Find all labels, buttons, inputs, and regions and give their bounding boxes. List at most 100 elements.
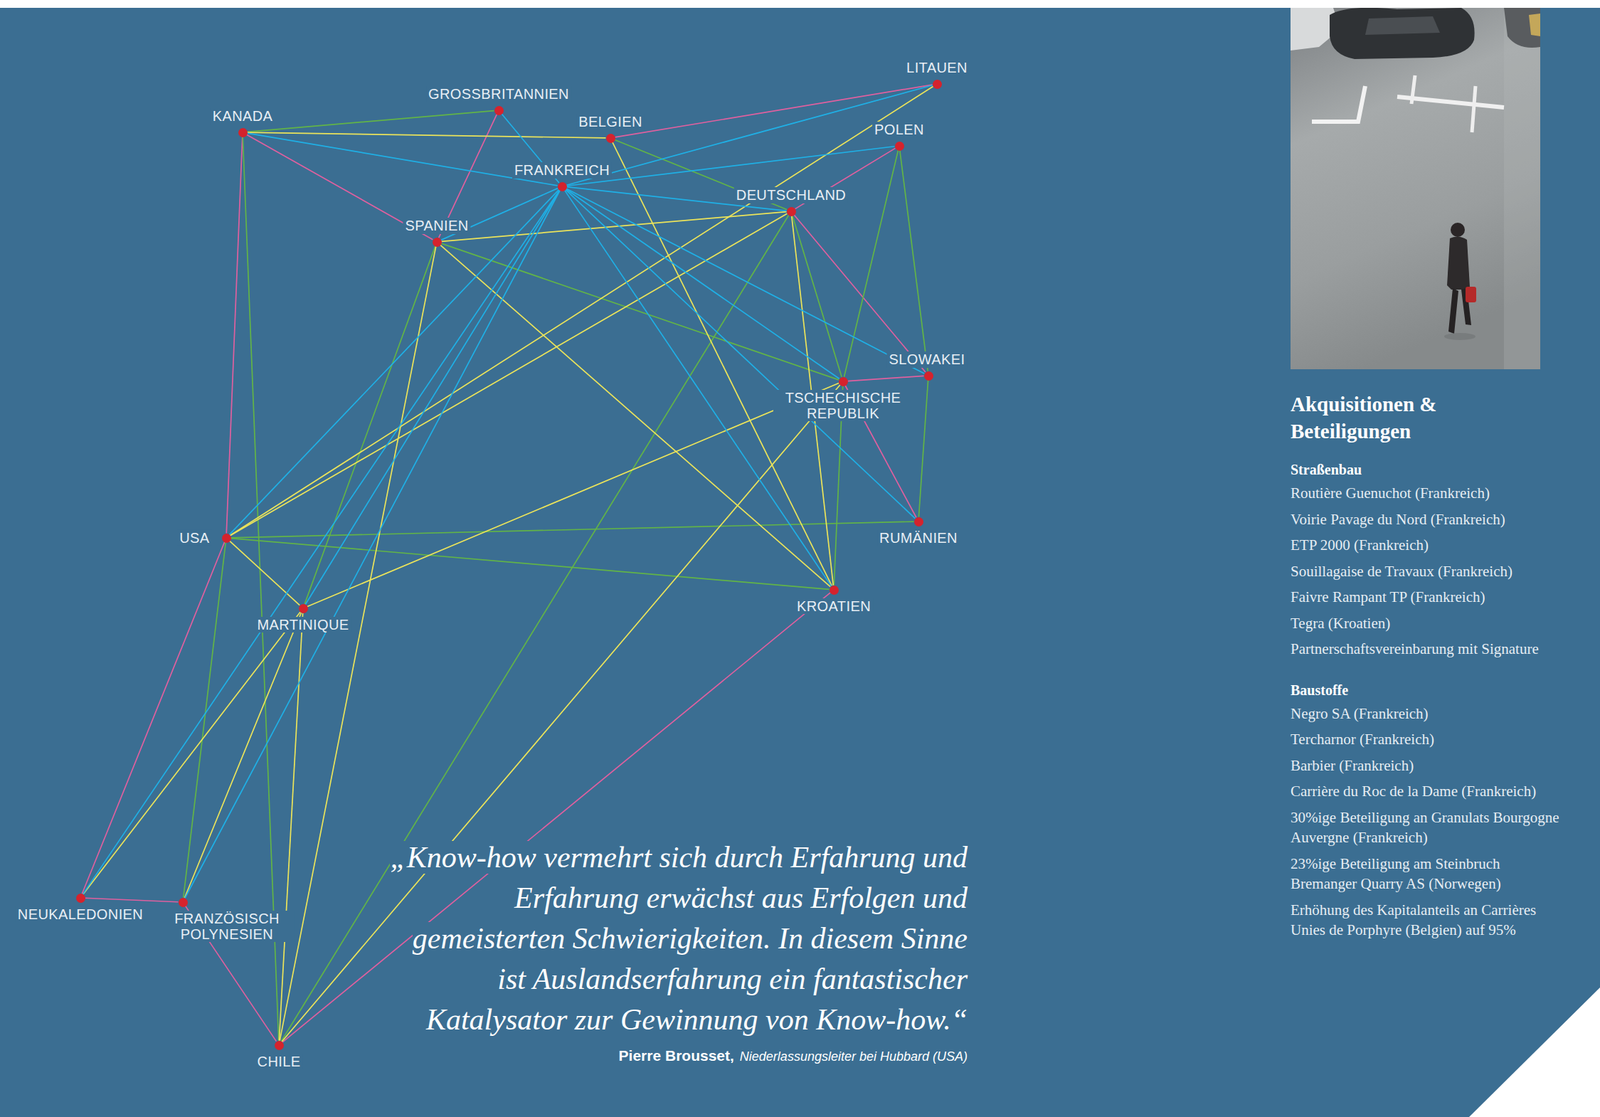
country-dot: RUMÄNIEN <box>914 517 924 527</box>
connection-line <box>614 84 932 138</box>
country-dot: CHILE <box>274 1040 284 1051</box>
country-label: GROSSBRITANNIEN <box>426 86 572 102</box>
car-window <box>1365 16 1440 35</box>
quote-text: „Know-how vermehrt sich durch Erfahrung … <box>389 840 968 1036</box>
connection-line <box>305 190 560 605</box>
car-shape <box>1329 7 1475 60</box>
country-label: CHILE <box>255 1053 304 1070</box>
person-head <box>1450 222 1465 237</box>
page-corner <box>1469 987 1600 1117</box>
list-item: Carrière du Roc de la Dame (Frankreich) <box>1290 781 1561 802</box>
connection-line <box>564 189 832 586</box>
connection-line <box>81 542 225 894</box>
country-dot: FRANKREICH <box>557 182 568 192</box>
connection-line <box>184 612 301 898</box>
sidebar-heading: Akquisitionen & Beteiligungen <box>1290 390 1561 445</box>
connection-line <box>899 150 928 371</box>
country-dot: POLEN <box>894 141 905 151</box>
list-item: Tegra (Kroatien) <box>1290 613 1561 634</box>
country-dot: DEUTSCHLAND <box>786 207 797 217</box>
country-dot: KROATIEN <box>829 585 839 595</box>
connection-line <box>246 133 558 186</box>
country-label: KROATIEN <box>794 598 873 614</box>
connection-line <box>281 215 789 1042</box>
country-label: LITAUEN <box>904 59 970 76</box>
connection-line <box>847 375 924 381</box>
country-label: DEUTSCHLAND <box>734 187 849 203</box>
connection-line <box>246 132 606 139</box>
country-dot: FRANZÖSISCH POLYNESIEN <box>178 897 188 908</box>
connection-line <box>242 136 279 1041</box>
list-item: Barbier (Frankreich) <box>1290 755 1561 777</box>
list-item: 30%ige Beteiligung an Granulats Bourgogn… <box>1290 807 1561 849</box>
country-dot: SPANIEN <box>432 237 442 247</box>
person-shadow <box>1444 332 1476 341</box>
country-dot: LITAUEN <box>932 79 942 89</box>
photo-ground <box>1290 7 1541 370</box>
country-label: FRANZÖSISCH POLYNESIEN <box>159 910 296 943</box>
connection-line <box>566 146 895 186</box>
country-dot: KANADA <box>238 128 248 138</box>
connection-line <box>278 612 303 1041</box>
connection-line <box>566 85 932 186</box>
country-dot: USA <box>221 533 232 543</box>
list-item: Souillagaise de Travaux (Frankreich) <box>1290 561 1561 582</box>
list-item: Partnerschaftsvereinbarung mit Signature <box>1290 638 1561 660</box>
country-dot: MARTINIQUE <box>298 604 309 614</box>
country-label: MARTINIQUE <box>254 616 351 633</box>
country-dot: SLOWAKEI <box>924 371 934 381</box>
country-label: KANADA <box>210 108 276 124</box>
quote-block: „Know-how vermehrt sich durch Erfahrung … <box>384 837 968 1068</box>
blue-panel <box>0 7 1600 1117</box>
connection-line <box>792 215 842 378</box>
connection-line <box>226 136 242 533</box>
country-label: SPANIEN <box>402 217 471 234</box>
list-item: Tercharnor (Frankreich) <box>1290 729 1561 750</box>
parking-line <box>1311 86 1366 122</box>
list-item: 23%ige Beteiligung am Steinbruch Bremang… <box>1290 853 1561 895</box>
sidebar-subheading: Straßenbau <box>1290 460 1561 479</box>
list-item: Routière Guenuchot (Frankreich) <box>1290 483 1561 504</box>
parking-line <box>1471 86 1476 133</box>
parking-line <box>1411 75 1416 104</box>
country-dot: TSCHECHISCHE REPUBLIK <box>838 377 849 387</box>
connection-line <box>229 86 933 535</box>
connection-line <box>230 213 788 535</box>
author-name: Pierre Brousset, <box>618 1047 735 1064</box>
country-dot: NEUKALEDONIEN <box>76 893 86 903</box>
country-label: TSCHECHISCHE REPUBLIK <box>773 389 913 422</box>
connection-line <box>918 379 928 517</box>
connection-line <box>83 189 560 894</box>
connection-line <box>565 189 839 380</box>
connection-line <box>844 150 899 377</box>
quote-attribution: Pierre Brousset, Niederlassungsleiter bei… <box>384 1045 968 1068</box>
country-dot: BELGIEN <box>606 133 616 143</box>
connection-line <box>83 611 301 895</box>
sidebar: Akquisitionen & BeteiligungenStraßenbauR… <box>1290 390 1561 947</box>
connection-line <box>612 142 832 586</box>
connection-line <box>793 214 926 373</box>
connection-line <box>183 542 226 898</box>
list-item: ETP 2000 (Frankreich) <box>1290 534 1561 556</box>
country-dot: GROSSBRITANNIEN <box>494 106 504 116</box>
country-label: SLOWAKEI <box>887 351 968 368</box>
country-label: RUMÄNIEN <box>877 530 960 546</box>
connection-line <box>230 538 829 590</box>
author-role: Niederlassungsleiter bei Hubbard (USA) <box>739 1049 968 1064</box>
country-label: FRANKREICH <box>512 162 612 178</box>
list-item: Negro SA (Frankreich) <box>1290 703 1561 725</box>
red-bag <box>1465 286 1477 303</box>
connection-line <box>84 897 178 902</box>
connection-line <box>441 212 787 242</box>
connection-line <box>229 189 559 535</box>
person-body <box>1447 236 1470 290</box>
country-label: POLEN <box>872 121 927 138</box>
connection-line <box>565 189 916 518</box>
list-item: Faivre Rampant TP (Frankreich) <box>1290 586 1561 608</box>
connection-line <box>246 110 494 133</box>
connection-line <box>229 540 300 605</box>
list-item: Erhöhung des Kapitalanteils an Carrières… <box>1290 899 1561 941</box>
connection-line <box>566 188 925 374</box>
